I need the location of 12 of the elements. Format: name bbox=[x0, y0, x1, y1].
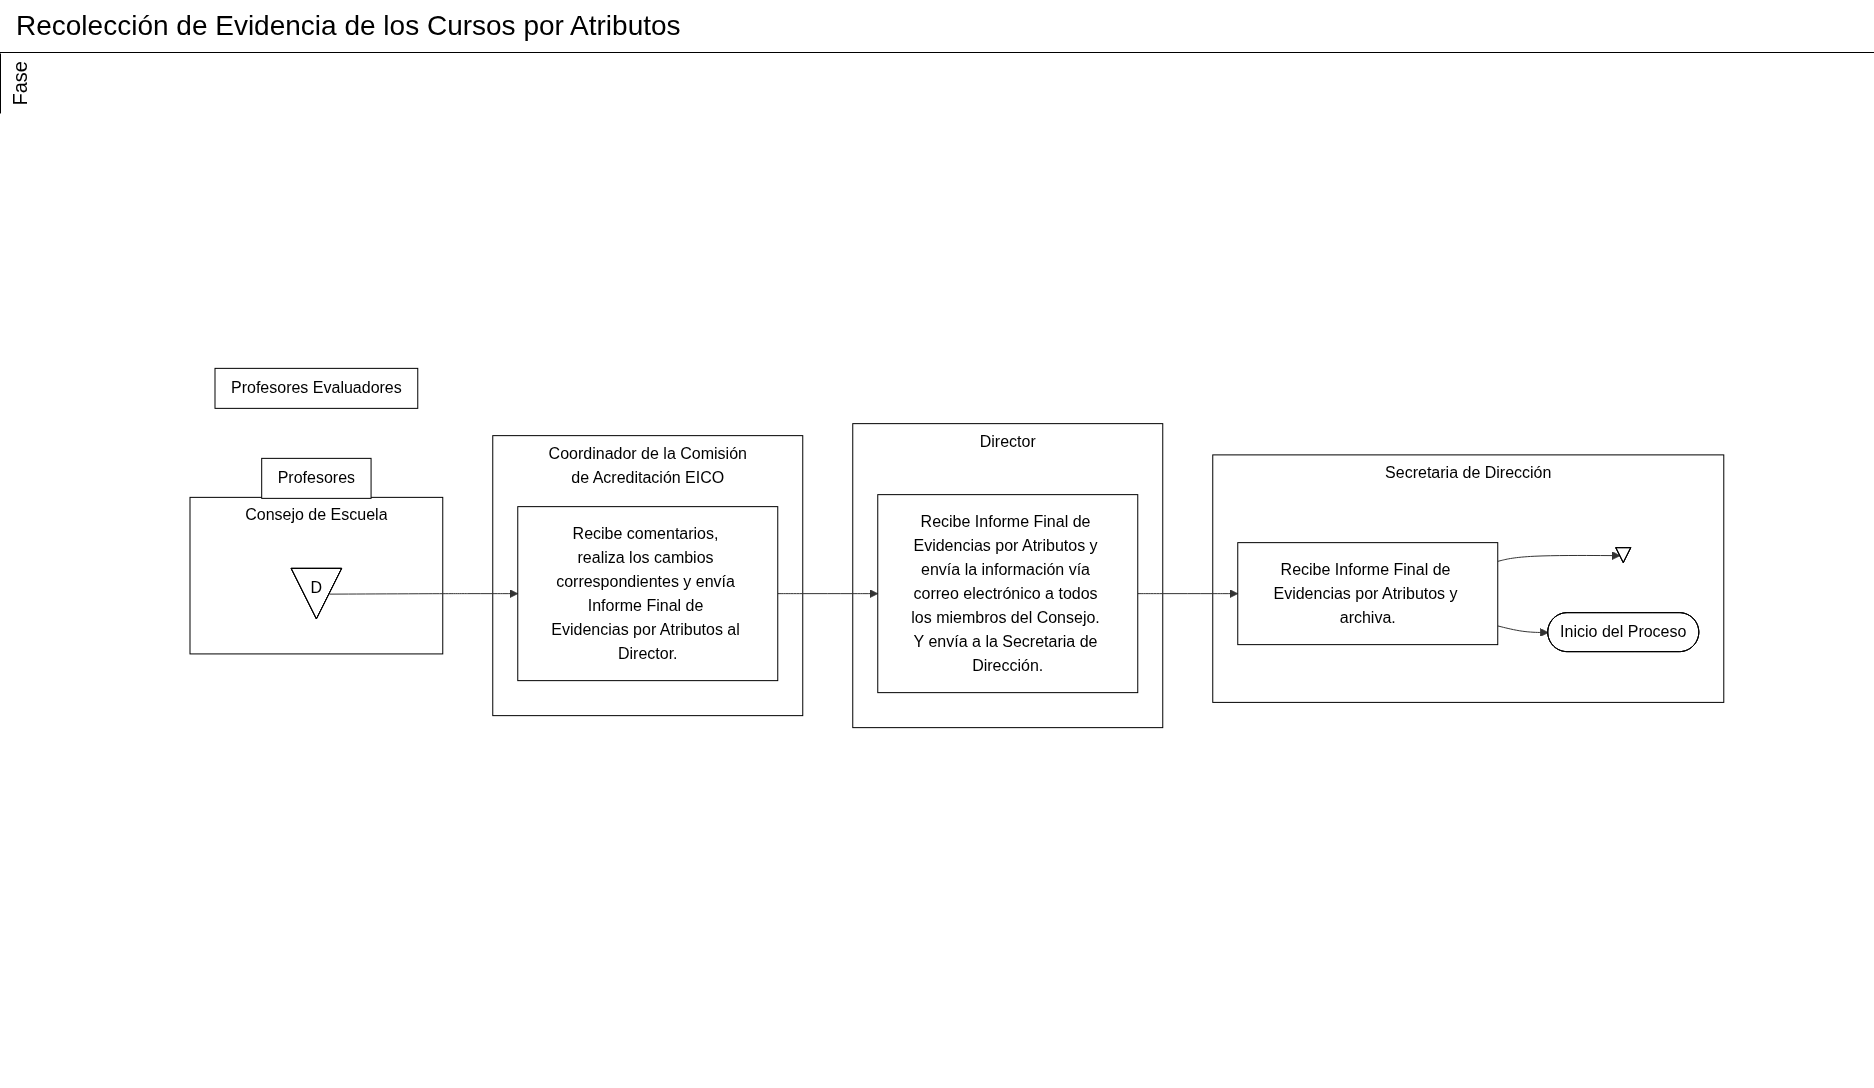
arrow bbox=[1497, 551, 1621, 562]
pool-title: Recolección de Evidencia de los Cursos por Atributos bbox=[0, 0, 1874, 53]
arrow bbox=[777, 589, 879, 599]
node-box: Profesores Evaluadores bbox=[214, 367, 419, 409]
arrow bbox=[1137, 589, 1239, 599]
node-box: Recibe comentarios, realiza los cambios correspondientes y envía Informe Final de Evidencias por Atributos al Director. bbox=[517, 506, 779, 682]
node-box: Recibe Informe Final de Evidencias por Atributos y archiva. bbox=[1237, 542, 1499, 646]
node-box: Recibe Informe Final de Evidencias por Atributos y envía la información vía correo electrónico a todos los miembros del Consejo. Y envía a la Secretaria de Dirección. bbox=[877, 494, 1139, 694]
phase-label: Fase bbox=[0, 53, 40, 114]
arrow bbox=[1497, 625, 1549, 637]
arrow bbox=[329, 589, 519, 599]
node-box: Profesores bbox=[261, 457, 372, 499]
